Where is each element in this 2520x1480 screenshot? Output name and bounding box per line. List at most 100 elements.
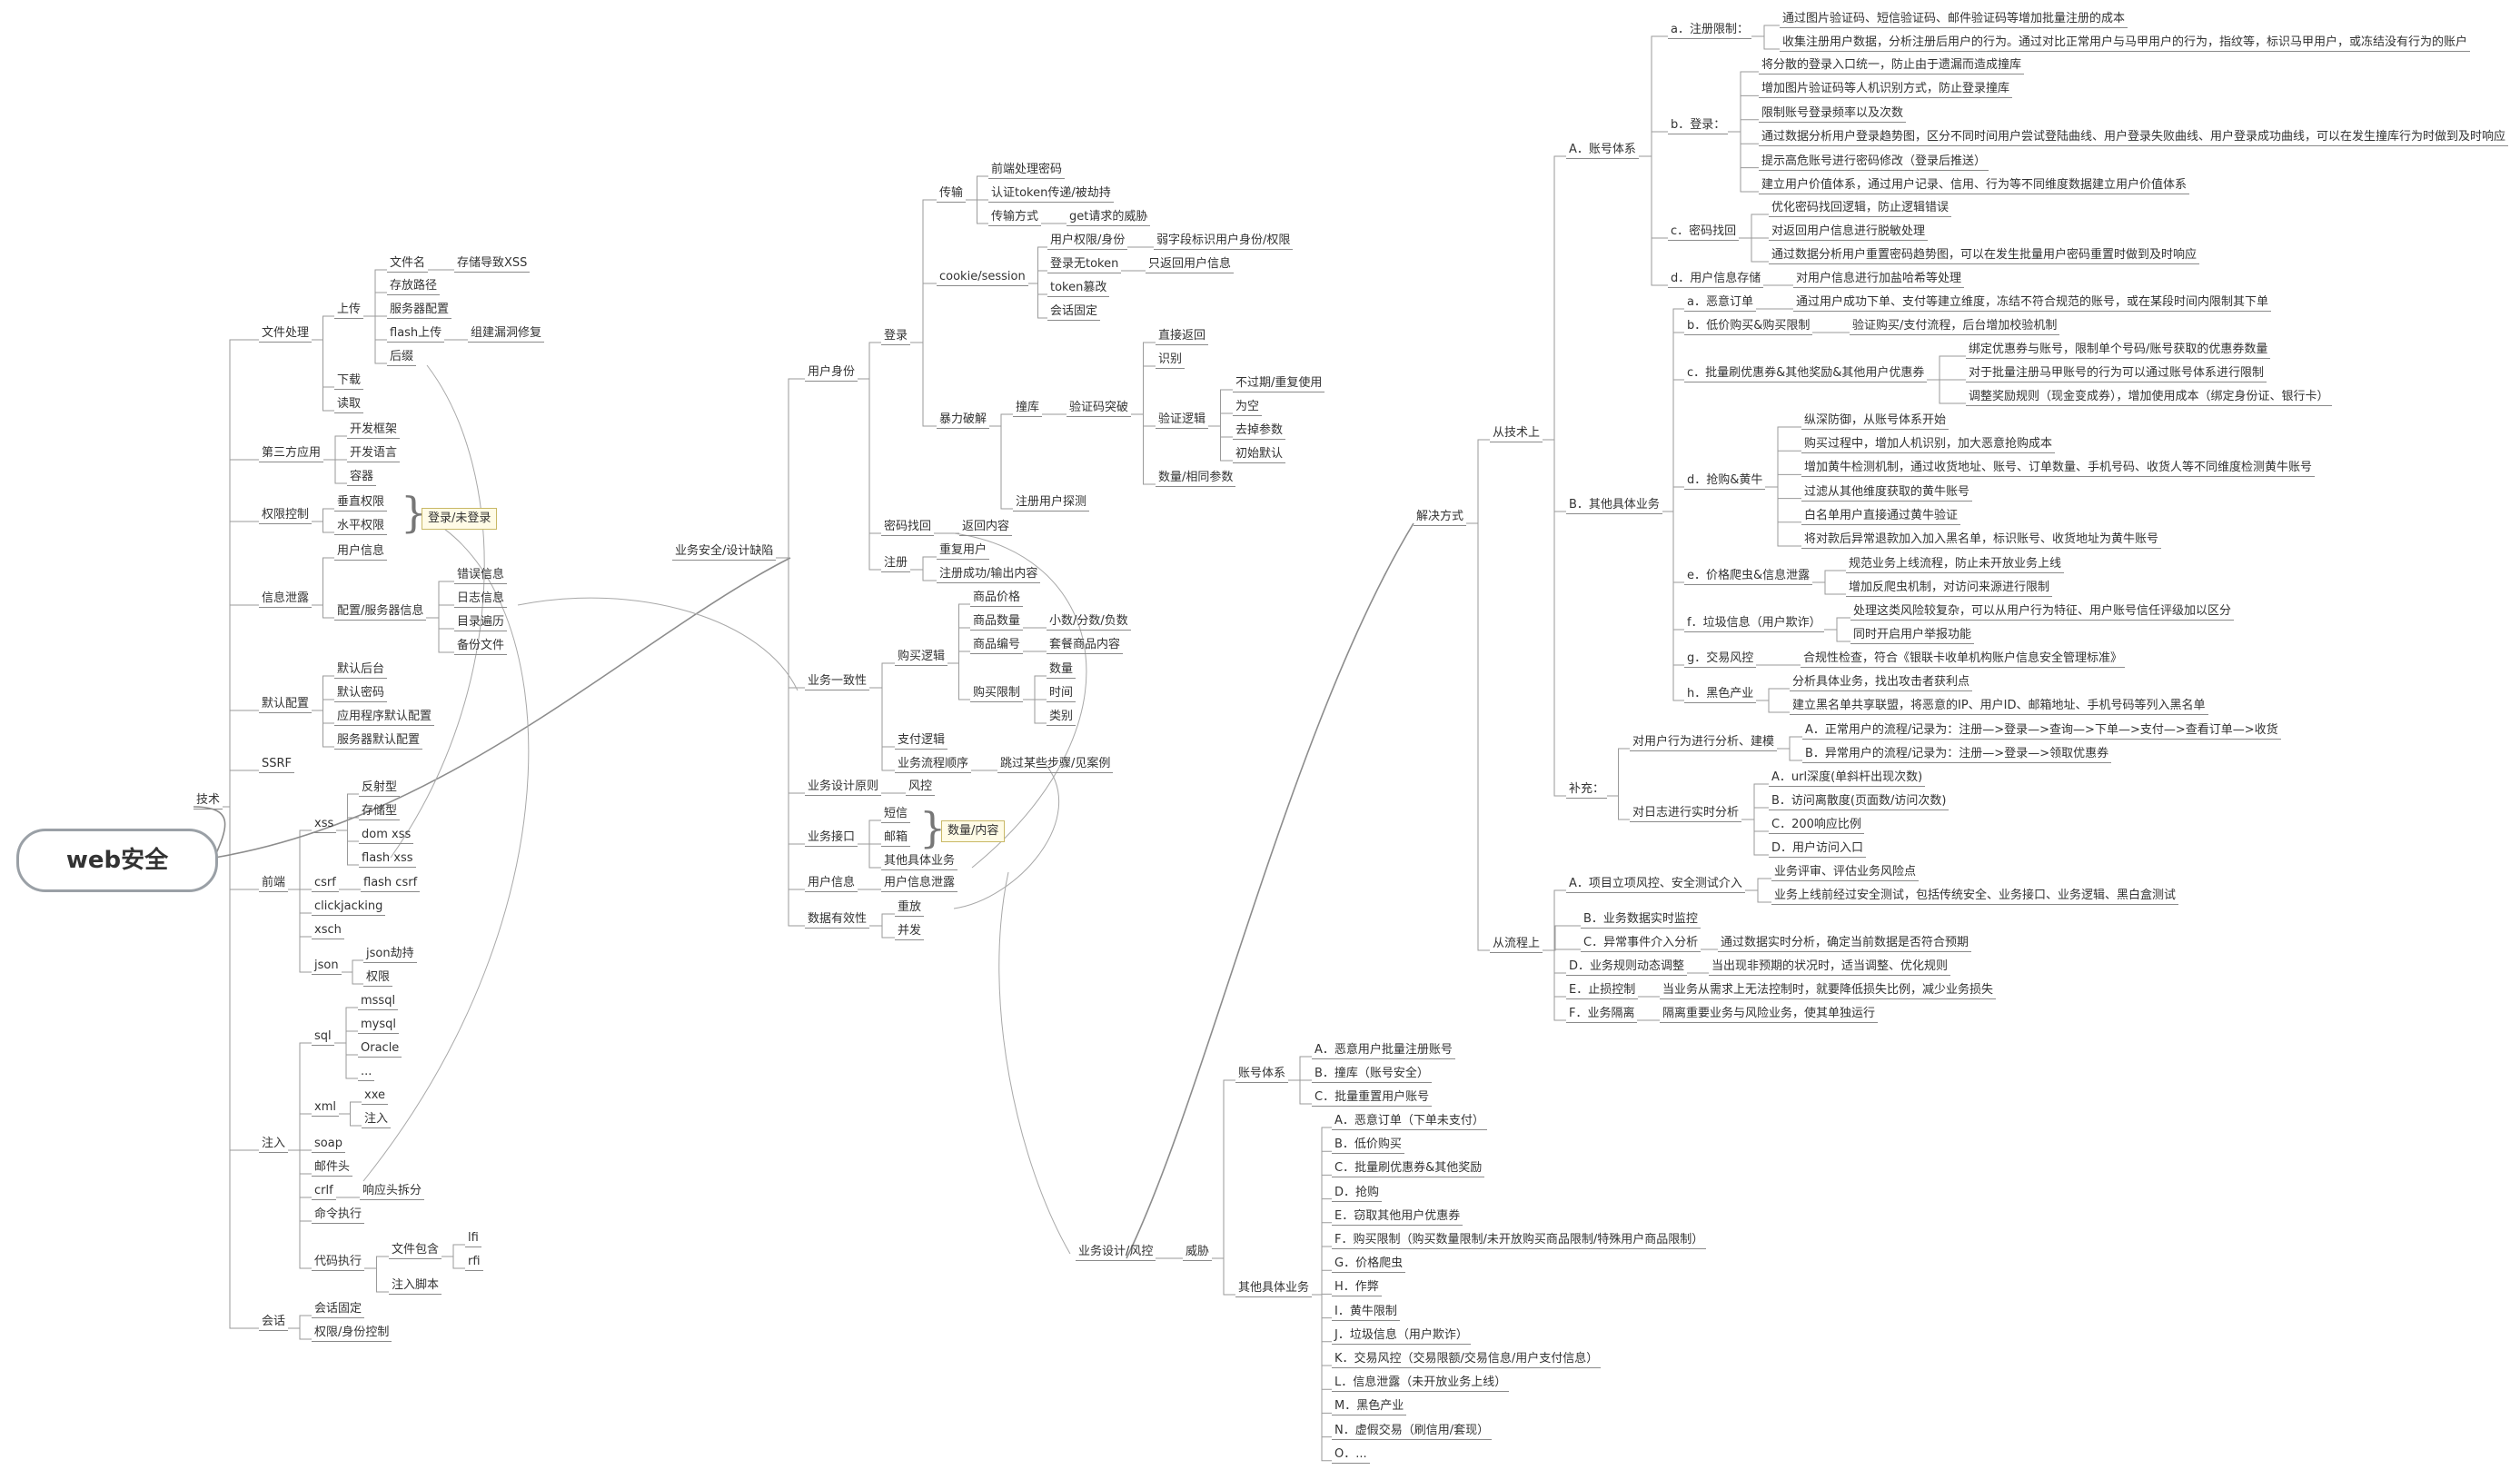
node-solution-tech-account-pwd-label[interactable]: c．密码找回 bbox=[1668, 223, 1740, 241]
node-solution-tech-account-login-label[interactable]: b．登录： bbox=[1668, 117, 1729, 134]
node-risk-account-a[interactable]: A．恶意用户批量注册账号 bbox=[1312, 1042, 1455, 1059]
node-tech-third-container[interactable]: 容器 bbox=[347, 469, 377, 486]
node-tech-leak-err[interactable]: 错误信息 bbox=[454, 567, 508, 584]
node-solution-tech-biz-d-label[interactable]: d．抢购&黄牛 bbox=[1684, 472, 1766, 490]
node-risk-account-b[interactable]: B．撞库（账号安全） bbox=[1312, 1066, 1432, 1083]
node-biz-identity-login-transfer-label[interactable]: 传输 bbox=[937, 185, 967, 203]
node-tech-inject-crlf-split[interactable]: 响应头拆分 bbox=[360, 1183, 425, 1200]
node-biz-consist-buy-time[interactable]: 时间 bbox=[1047, 685, 1076, 702]
node-solution-tech-account-login-items-5[interactable]: 建立用户价值体系，通过用户记录、信用、行为等不同维度数据建立用户价值体系 bbox=[1759, 177, 2190, 194]
node-risk-threat[interactable]: 威胁 bbox=[1183, 1244, 1213, 1261]
node-solution-tech-biz-label[interactable]: B．其他具体业务 bbox=[1566, 497, 1662, 514]
node-tech-inject-mail[interactable]: 邮件头 bbox=[312, 1159, 353, 1177]
node-tech-front-json-perm[interactable]: 权限 bbox=[363, 969, 393, 987]
node-solution-tech-account-login-items-0[interactable]: 将分散的登录入口统一，防止由于遗漏而造成撞库 bbox=[1759, 57, 2025, 74]
node-biz-identity-login-cookie-perm[interactable]: 用户权限/身份 bbox=[1047, 233, 1128, 250]
node-solution-tech-account-login-items-3[interactable]: 通过数据分析用户登录趋势图，区分不同时间用户尝试登陆曲线、用户登录失败曲线、用户… bbox=[1759, 129, 2509, 147]
node-tech-front-xss-flash[interactable]: flash xss bbox=[359, 850, 416, 868]
node-tech-front-xsch[interactable]: xsch bbox=[312, 922, 344, 939]
node-biz-identity-login-cookie-notoken[interactable]: 登录无token bbox=[1047, 256, 1122, 273]
node-tech-inject-code-label[interactable]: 代码执行 bbox=[312, 1254, 365, 1271]
node-solution-tech-supp-label[interactable]: 补充： bbox=[1566, 781, 1608, 799]
node-biz-consist-buy-limit[interactable]: 购买限制 bbox=[970, 685, 1024, 702]
node-biz-risk[interactable]: 风控 bbox=[906, 779, 936, 796]
node-solution-tech-biz-c-label[interactable]: c．批量刷优惠券&其他奖励&其他用户优惠券 bbox=[1684, 365, 1928, 382]
node-tech-third-label[interactable]: 第三方应用 bbox=[259, 445, 324, 462]
node-solution-tech-supp-log-b[interactable]: B．访问离散度(页面数/访问次数) bbox=[1769, 793, 1950, 810]
node-solution-tech-account-pwd-items-0[interactable]: 优化密码找回逻辑，防止逻辑错误 bbox=[1769, 200, 1952, 217]
node-solution-tech-supp-log-label[interactable]: 对日志进行实时分析 bbox=[1630, 805, 1742, 822]
node-solution-tech-biz-e-label[interactable]: e．价格爬虫&信息泄露 bbox=[1684, 568, 1813, 585]
node-biz-consist-flow[interactable]: 业务流程顺序 bbox=[895, 756, 972, 773]
node-biz-identity-login-cookie-weak[interactable]: 弱字段标识用户身份/权限 bbox=[1154, 233, 1294, 250]
node-tech-front-flash-csrf[interactable]: flash csrf bbox=[361, 875, 421, 892]
node-tech-file-upload-name[interactable]: 文件名 bbox=[387, 255, 429, 273]
node-solution-tech-account-store-label[interactable]: d．用户信息存储 bbox=[1668, 271, 1764, 288]
node-biz-identity-label[interactable]: 用户身份 bbox=[805, 364, 858, 382]
node-tech-front-label[interactable]: 前端 bbox=[259, 875, 289, 892]
node-tech-perm-vertical[interactable]: 垂直权限 bbox=[334, 494, 388, 512]
node-biz-userinfo-leak[interactable]: 用户信息泄露 bbox=[881, 875, 958, 892]
node-solution-tech-biz-h-items-1[interactable]: 建立黑名单共享联盟，将恶意的IP、用户ID、邮箱地址、手机号码等列入黑名单 bbox=[1790, 698, 2208, 715]
node-solution-tech-biz-d-items-4[interactable]: 白名单用户直接通过黄牛验证 bbox=[1801, 508, 1961, 525]
node-biz-valid-label[interactable]: 数据有效性 bbox=[805, 911, 870, 929]
node-tech-file-upload-flash-fix[interactable]: 组建漏洞修复 bbox=[468, 325, 545, 343]
node-tech-ssrf[interactable]: SSRF bbox=[259, 756, 295, 773]
node-solution-tech-supp-log-a[interactable]: A．url深度(单斜杆出现次数) bbox=[1769, 770, 1926, 787]
node-risk-label[interactable]: 业务设计/风控 bbox=[1076, 1244, 1156, 1261]
node-solution-flow-c-val[interactable]: 通过数据实时分析，确定当前数据是否符合预期 bbox=[1718, 935, 1972, 952]
node-tech-front-xss-stored[interactable]: 存储型 bbox=[359, 803, 401, 820]
node-biz-consist-buy-count[interactable]: 商品数量 bbox=[970, 613, 1024, 631]
node-solution-tech-biz-h-label[interactable]: h．黑色产业 bbox=[1684, 686, 1757, 703]
node-tech-third-framework[interactable]: 开发框架 bbox=[347, 422, 401, 439]
node-tech-inject-label[interactable]: 注入 bbox=[259, 1136, 289, 1153]
node-biz-identity-login-transfer-method[interactable]: 传输方式 bbox=[988, 209, 1042, 226]
node-biz-identity-register-success[interactable]: 注册成功/输出内容 bbox=[937, 566, 1041, 583]
node-solution-tech-account-login-items-2[interactable]: 限制账号登录频率以及次数 bbox=[1759, 105, 1907, 123]
node-tech-file-upload-backdoor[interactable]: 后缀 bbox=[387, 349, 417, 366]
node-risk-other-items-4[interactable]: E．窃取其他用户优惠券 bbox=[1332, 1208, 1463, 1226]
node-biz-identity-login-brute-probe[interactable]: 注册用户探测 bbox=[1013, 494, 1090, 512]
node-biz-identity-login-brute-captcha-logic[interactable]: 验证逻辑 bbox=[1156, 412, 1209, 429]
node-solution-tech-biz-c-items-2[interactable]: 调整奖励规则（现金变成券），增加使用成本（绑定身份证、银行卡） bbox=[1966, 389, 2332, 406]
node-tech-label[interactable]: 技术 bbox=[193, 792, 223, 810]
node-biz-api-label[interactable]: 业务接口 bbox=[805, 829, 858, 847]
node-risk-other-items-7[interactable]: H．作弊 bbox=[1332, 1279, 1382, 1297]
node-tech-leak-dir[interactable]: 目录遍历 bbox=[454, 614, 508, 631]
node-biz-identity-login-transfer-front[interactable]: 前端处理密码 bbox=[988, 162, 1066, 179]
node-tech-inject-crlf[interactable]: crlf bbox=[312, 1183, 336, 1200]
node-tech-inject-code-rfi[interactable]: rfi bbox=[465, 1254, 483, 1271]
node-tech-perm-label[interactable]: 权限控制 bbox=[259, 507, 313, 524]
node-biz-identity-login-cookie-fixed[interactable]: 会话固定 bbox=[1047, 303, 1101, 321]
node-tech-inject-sql-more[interactable]: ... bbox=[358, 1064, 375, 1081]
node-solution-tech-biz-e-items-0[interactable]: 规范业务上线流程，防止未开放业务上线 bbox=[1846, 556, 2065, 573]
node-solution-tech-label[interactable]: 从技术上 bbox=[1490, 425, 1543, 442]
node-solution-tech-supp-behavior-label[interactable]: 对用户行为进行分析、建模 bbox=[1630, 734, 1778, 751]
summary-tag-login[interactable]: 登录/未登录 bbox=[422, 508, 498, 530]
node-solution-flow-c-label[interactable]: C．异常事件介入分析 bbox=[1581, 935, 1701, 952]
node-tech-file-download[interactable]: 下载 bbox=[334, 372, 364, 390]
node-solution-tech-account-store-val[interactable]: 对用户信息进行加盐哈希等处理 bbox=[1793, 271, 1965, 288]
node-biz-valid-replay[interactable]: 重放 bbox=[895, 899, 925, 917]
node-biz-identity-register-dup[interactable]: 重复用户 bbox=[937, 542, 990, 560]
node-tech-inject-code-script[interactable]: 注入脚本 bbox=[389, 1277, 442, 1295]
node-risk-other-items-10[interactable]: K．交易风控（交易限额/交易信息/用户支付信息） bbox=[1332, 1351, 1602, 1368]
node-tech-leak-label[interactable]: 信息泄露 bbox=[259, 591, 313, 608]
node-solution-tech-supp-behavior-b[interactable]: B．异常用户的流程/记录为：注册—>登录—>领取优惠券 bbox=[1802, 746, 2112, 763]
node-solution-tech-biz-d-items-2[interactable]: 增加黄牛检测机制，通过收货地址、账号、订单数量、手机号码、收货人等不同维度检测黄… bbox=[1801, 460, 2316, 478]
node-biz-identity-pwd-back-ret[interactable]: 返回内容 bbox=[959, 519, 1013, 536]
node-biz-api-mail[interactable]: 邮箱 bbox=[881, 829, 911, 847]
node-tech-default-pwd[interactable]: 默认密码 bbox=[334, 685, 388, 702]
node-tech-leak-config[interactable]: 配置/服务器信息 bbox=[334, 603, 427, 621]
node-risk-other-items-3[interactable]: D．抢购 bbox=[1332, 1185, 1383, 1202]
node-solution-tech-biz-c-items-1[interactable]: 对于批量注册马甲账号的行为可以通过账号体系进行限制 bbox=[1966, 365, 2267, 382]
node-solution-flow-b[interactable]: B．业务数据实时监控 bbox=[1581, 911, 1701, 929]
node-tech-front-json-label[interactable]: json bbox=[312, 958, 342, 975]
node-tech-inject-cmd[interactable]: 命令执行 bbox=[312, 1207, 365, 1224]
node-biz-identity-login-cookie-only[interactable]: 只返回用户信息 bbox=[1146, 256, 1235, 273]
node-biz-api-sms[interactable]: 短信 bbox=[881, 806, 911, 823]
node-solution-tech-biz-b-val[interactable]: 验证购买/支付流程，后台增加校验机制 bbox=[1850, 318, 2060, 335]
node-biz-identity-login-brute-label[interactable]: 暴力破解 bbox=[937, 412, 990, 429]
node-tech-file-upload-server[interactable]: 服务器配置 bbox=[387, 302, 452, 319]
node-biz-identity-login-brute-captcha-empty[interactable]: 为空 bbox=[1233, 399, 1263, 416]
